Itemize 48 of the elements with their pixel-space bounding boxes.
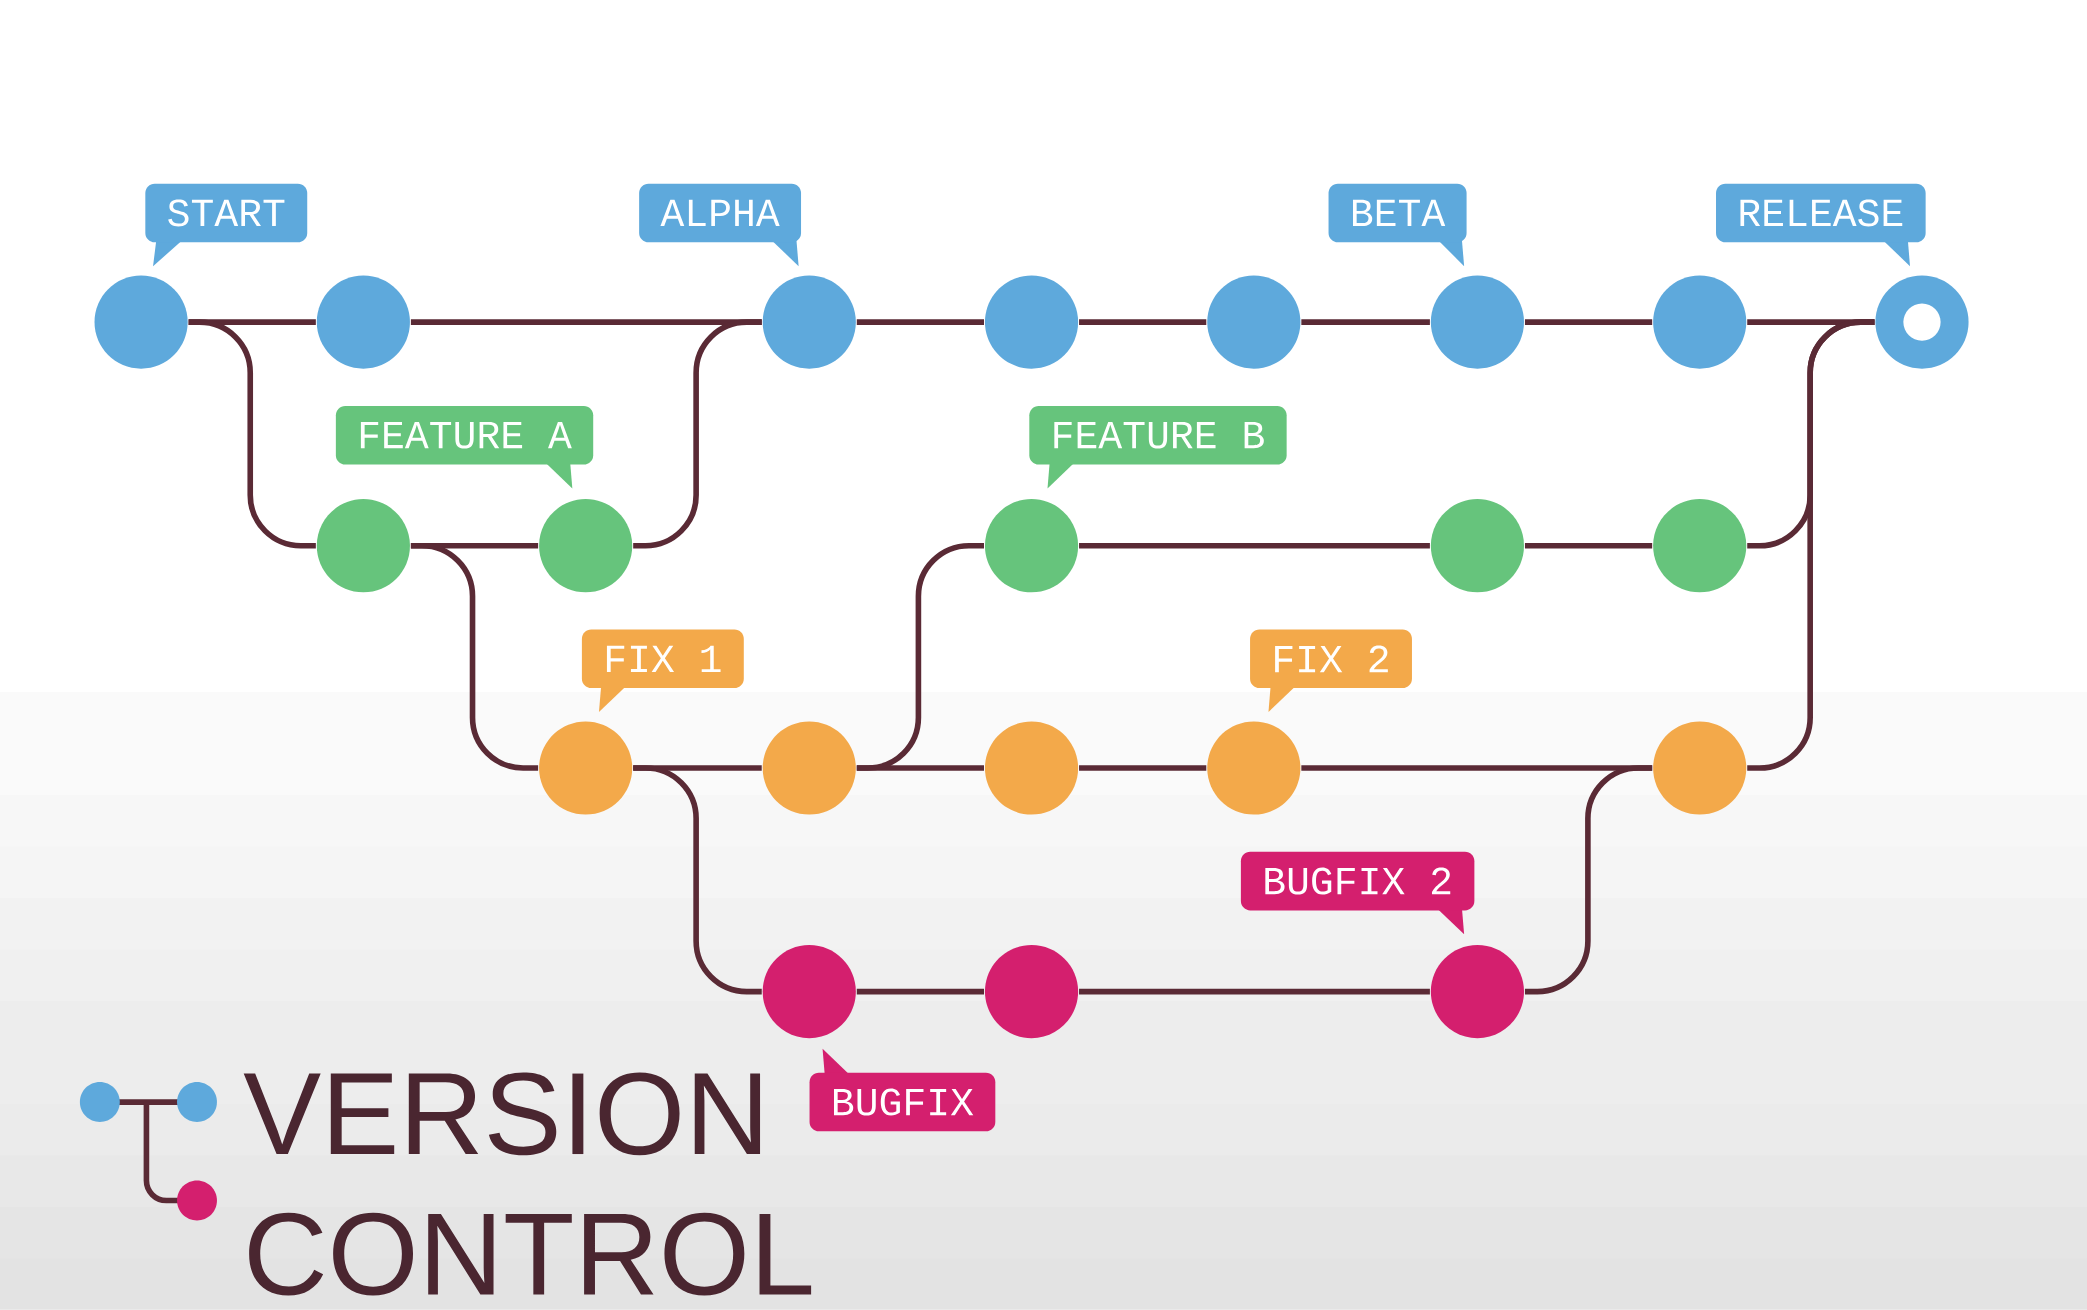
branch-line bbox=[1079, 988, 1430, 995]
branch-line bbox=[856, 988, 984, 995]
callout-bubble: START bbox=[145, 183, 308, 267]
callout-bubble: FIX 2 bbox=[1250, 629, 1412, 713]
branch-line bbox=[856, 319, 984, 326]
callout-bubble: ALPHA bbox=[639, 183, 802, 267]
branch-line bbox=[1301, 319, 1430, 326]
commit-circle bbox=[1653, 499, 1747, 593]
commit-circle bbox=[984, 721, 1079, 815]
branch-line bbox=[188, 319, 316, 549]
commit-circle bbox=[984, 945, 1079, 1039]
branch-line bbox=[1524, 543, 1653, 549]
commit-circle bbox=[539, 721, 633, 815]
commit-circle bbox=[762, 721, 856, 815]
commit-circle bbox=[1430, 499, 1524, 593]
branch-line bbox=[633, 765, 762, 995]
callout-bubble: RELEASE bbox=[1716, 183, 1926, 267]
callout-bubble: FEATURE B bbox=[1029, 406, 1287, 489]
branch-line bbox=[633, 319, 762, 549]
callout-bubble: BUGFIX bbox=[809, 1048, 996, 1132]
commit-circle bbox=[94, 275, 188, 369]
title: VERSION CONTROL bbox=[243, 1072, 812, 1296]
branch-line bbox=[1747, 319, 1875, 771]
commit-circle bbox=[984, 275, 1079, 369]
commit-circle bbox=[316, 499, 410, 593]
branch-line bbox=[1079, 543, 1430, 549]
commit-circle bbox=[316, 275, 410, 369]
branch-line bbox=[1079, 319, 1207, 326]
commit-circle bbox=[1207, 721, 1301, 815]
commit-circle bbox=[984, 499, 1079, 593]
branch-line bbox=[410, 543, 539, 771]
callout-bubble: FIX 1 bbox=[581, 629, 744, 713]
commit-circle bbox=[1653, 721, 1747, 815]
callout-bubble: FEATURE A bbox=[335, 406, 594, 489]
commit-circle bbox=[539, 499, 633, 593]
commit-circle bbox=[1430, 275, 1524, 369]
commit-circle bbox=[1207, 275, 1301, 369]
commit-circle bbox=[1430, 945, 1524, 1039]
commit-circle bbox=[1653, 275, 1747, 369]
commit-circle bbox=[1875, 275, 1969, 369]
branch-line bbox=[1524, 319, 1653, 326]
commit-circle bbox=[762, 945, 856, 1039]
branch-line bbox=[1524, 765, 1653, 995]
callout-bubble: BUGFIX 2 bbox=[1240, 852, 1475, 935]
callout-bubble: BETA bbox=[1328, 183, 1467, 267]
commit-circle bbox=[762, 275, 856, 369]
branch-line bbox=[856, 543, 984, 771]
branch-line bbox=[1079, 765, 1207, 771]
